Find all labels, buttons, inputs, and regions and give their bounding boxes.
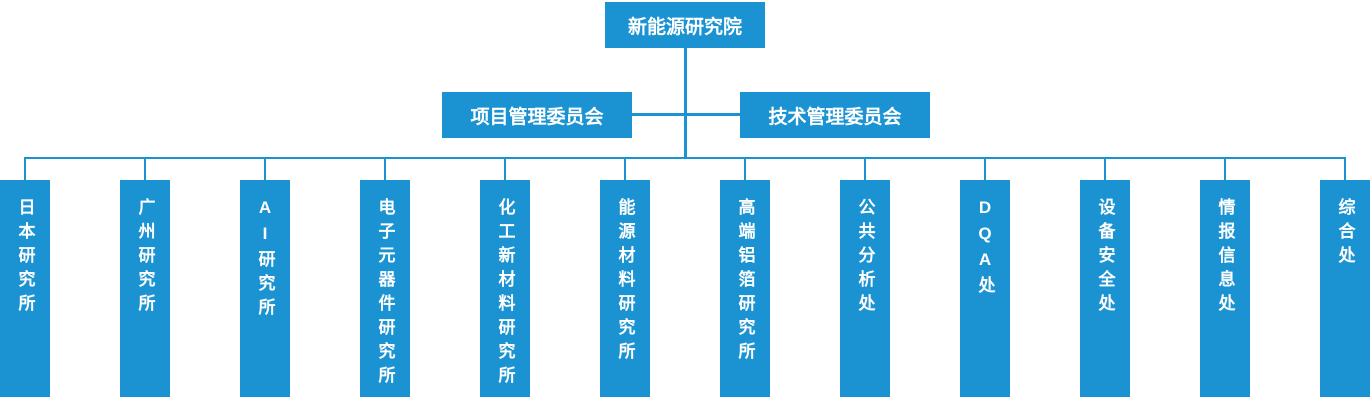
committee-label: 项目管理委员会 (470, 106, 604, 128)
connector-main-horizontal (24, 157, 1346, 159)
department-label: 化工新材料研究所 (495, 198, 515, 390)
department-box-guangzhou-institute: 广州研究所 (120, 180, 170, 397)
connector-root-vertical (684, 46, 687, 159)
department-label: 综合处 (1335, 198, 1355, 270)
connector-committees-horizontal (630, 113, 740, 116)
committee-box-project-management: 项目管理委员会 (442, 92, 632, 138)
department-label: 广州研究所 (135, 198, 155, 318)
department-box-electronic-components-institute: 电子元器件研究所 (360, 180, 410, 397)
department-box-japan-institute: 日本研究所 (0, 180, 50, 397)
department-label: 能源材料研究所 (615, 198, 635, 366)
department-box-general-division: 综合处 (1320, 180, 1370, 397)
connector-drop-11 (1224, 157, 1226, 181)
department-label: AI研究所 (255, 198, 275, 322)
connector-drop-12 (1344, 157, 1346, 181)
connector-drop-1 (24, 157, 26, 181)
department-label: DQA处 (975, 198, 995, 300)
department-box-dqa-division: DQA处 (960, 180, 1010, 397)
department-label: 公共分析处 (855, 198, 875, 318)
connector-drop-4 (384, 157, 386, 181)
department-label: 电子元器件研究所 (375, 198, 395, 390)
org-root-label: 新能源研究院 (627, 16, 742, 38)
connector-drop-6 (624, 157, 626, 181)
department-box-chemical-new-materials-institute: 化工新材料研究所 (480, 180, 530, 397)
department-label: 高端铝箔研究所 (735, 198, 755, 366)
department-box-public-analysis-division: 公共分析处 (840, 180, 890, 397)
department-label: 日本研究所 (15, 198, 35, 318)
connector-drop-8 (864, 157, 866, 181)
department-box-equipment-safety-division: 设备安全处 (1080, 180, 1130, 397)
department-label: 情报信息处 (1215, 198, 1235, 318)
connector-drop-10 (1104, 157, 1106, 181)
department-box-energy-materials-institute: 能源材料研究所 (600, 180, 650, 397)
connector-drop-2 (144, 157, 146, 181)
department-box-ai-institute: AI研究所 (240, 180, 290, 397)
connector-drop-9 (984, 157, 986, 181)
committee-box-tech-management: 技术管理委员会 (740, 92, 930, 138)
connector-drop-5 (504, 157, 506, 181)
department-label: 设备安全处 (1095, 198, 1115, 318)
org-root-box: 新能源研究院 (605, 2, 765, 48)
connector-drop-7 (744, 157, 746, 181)
committee-label: 技术管理委员会 (768, 106, 902, 128)
department-box-intelligence-information-division: 情报信息处 (1200, 180, 1250, 397)
connector-drop-3 (264, 157, 266, 181)
department-box-highend-aluminum-foil-institute: 高端铝箔研究所 (720, 180, 770, 397)
